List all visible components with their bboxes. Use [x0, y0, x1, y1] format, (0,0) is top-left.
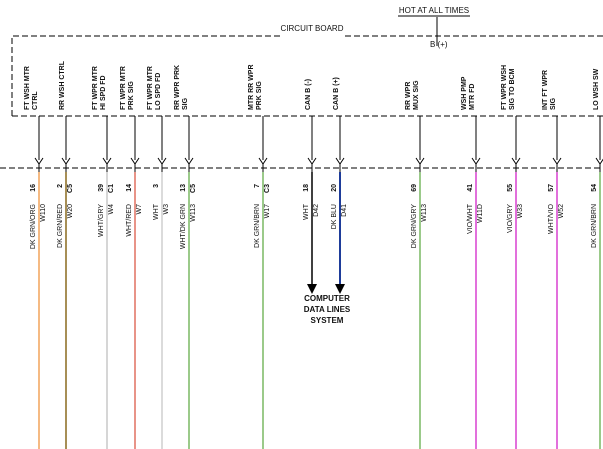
wire-color-label: DK BLU: [331, 204, 338, 229]
circuit-label-line: RR WPR PRK: [174, 65, 181, 110]
circuit-label-line: RR WPR: [405, 82, 412, 110]
hot-at-all-times-label: HOT AT ALL TIMES: [399, 6, 469, 15]
pin-number: 20: [331, 184, 338, 192]
b-plus-label: B (+): [430, 40, 448, 49]
circuit-label-line: WSH PMP: [461, 76, 468, 110]
connector-id: C1: [108, 184, 115, 193]
circuit-label-line: HI SPD FD: [100, 75, 107, 110]
arrow-down-icon: [307, 284, 317, 294]
circuit-label-line: FT WPR MTR: [92, 66, 99, 110]
circuit-label-line: FT WPR MTR: [147, 66, 154, 110]
circuit-label-line: INT FT WPR: [542, 70, 549, 110]
wire-id-label: W17: [264, 204, 271, 219]
circuit-label-line: SIG: [550, 97, 557, 110]
wire-color-label: WHT/DK GRN: [180, 204, 187, 249]
wire-id-label: W110: [40, 204, 47, 222]
wire-color-label: DK GRN/BRN: [591, 204, 598, 248]
wire-id-label: W11D: [477, 204, 484, 223]
connector-id: C5: [67, 184, 74, 193]
wire-color-label: WHT/RED: [126, 204, 133, 237]
circuit-label-line: CAN B (+): [333, 77, 340, 110]
wire-color-label: VIO/GRY: [507, 204, 514, 233]
wire-id-label: W20: [67, 204, 74, 219]
circuit-label-line: FT WPR WSH: [501, 65, 508, 110]
computer-data-lines-group: COMPUTER DATA LINES SYSTEM: [304, 284, 351, 325]
pin-number: 57: [548, 184, 555, 192]
arrow-down-icon: [335, 284, 345, 294]
wire-color-label: DK GRN/BRN: [254, 204, 261, 248]
wire-color-label: VIO/WHT: [467, 203, 474, 234]
circuit-label-line: CAN B (-): [305, 79, 312, 110]
connector-id: C5: [190, 184, 197, 193]
wire-color-label: WHT: [153, 203, 160, 220]
connector-id: C3: [264, 184, 271, 193]
wire-color-label: DK GRN/GRY: [411, 204, 418, 249]
wire-color-label: WHT/VIO: [548, 203, 555, 233]
pin-number: 69: [411, 184, 418, 192]
wire-id-label: W113: [190, 204, 197, 222]
circuit-label-line: SIG: [182, 97, 189, 110]
pin-number: 41: [467, 184, 474, 192]
wire-id-label: D41: [341, 204, 348, 217]
circuit-label-line: LO SPD FD: [155, 73, 162, 110]
pin-number: 55: [507, 184, 514, 192]
wire-color-label: DK GRN/RED: [57, 204, 64, 248]
circuit-label-line: PRK SIG: [256, 81, 263, 110]
external-system-label-line: DATA LINES: [304, 305, 351, 314]
circuit-label-line: MUX SIG: [413, 80, 420, 110]
pin-number: 14: [126, 184, 133, 192]
wire-color-label: WHT: [303, 203, 310, 220]
external-system-label-line: SYSTEM: [311, 316, 344, 325]
circuit-board-label: CIRCUIT BOARD: [281, 24, 344, 33]
circuit-label-line: FT WPR MTR: [120, 66, 127, 110]
pin-number: 16: [30, 184, 37, 192]
wire-id-label: W33: [517, 204, 524, 219]
circuit-13: LO WSH SW 54 DK GRN/BRN: [591, 68, 603, 449]
circuit-label-line: PRK SIG: [128, 81, 135, 110]
pin-number: 3: [153, 184, 160, 188]
circuit-label-line: LO WSH SW: [593, 68, 600, 110]
circuit-label-line: RR WSH CTRL: [59, 60, 66, 110]
wire-id-label: W7: [136, 204, 143, 215]
circuit-board-outline: [11, 35, 603, 117]
wire-id-label: D42: [313, 204, 320, 217]
pin-number: 7: [254, 184, 261, 188]
wire-id-label: W3: [163, 204, 170, 215]
external-system-label-line: COMPUTER: [304, 294, 350, 303]
wire-id-label: W113: [421, 204, 428, 222]
pin-number: 18: [303, 184, 310, 192]
circuit-label-line: CTRL: [32, 91, 39, 110]
circuit-label-line: MTR RR WPR: [248, 65, 255, 111]
pin-number: 2: [57, 184, 64, 188]
wire-id-label: W4: [108, 204, 115, 215]
circuit-label-line: FT WSH MTR: [24, 66, 31, 110]
pin-number: 54: [591, 184, 598, 192]
wire-color-label: DK GRN/ORG: [30, 204, 37, 249]
wire-color-label: WHT/GRY: [98, 204, 105, 237]
pin-number: 39: [98, 184, 105, 192]
wire-id-label: W52: [558, 204, 565, 219]
pin-number: 13: [180, 184, 187, 192]
circuit-label-line: MTR FD: [469, 84, 476, 110]
circuit-label-line: SIG TO BCM: [509, 68, 516, 110]
